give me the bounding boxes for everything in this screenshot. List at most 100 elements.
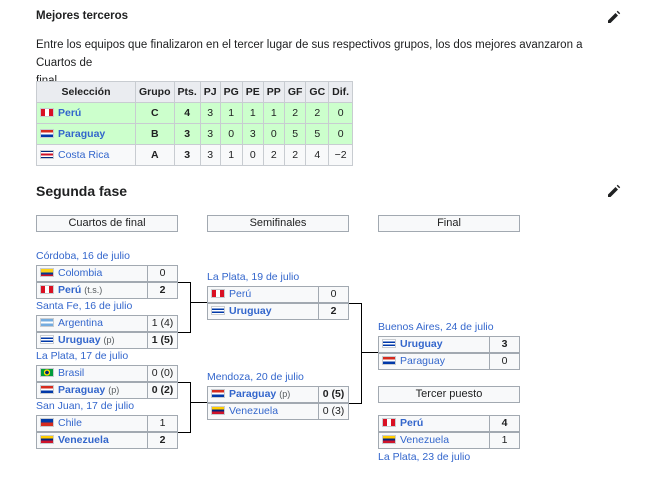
stat-cell: 2 [262, 144, 285, 166]
team-name[interactable]: Perú [400, 417, 424, 429]
venezuela-flag-icon [40, 435, 54, 444]
team-score: 1 (4) [147, 315, 178, 332]
team-name[interactable]: Uruguay [229, 305, 272, 317]
col-header: PE [241, 81, 264, 103]
team-name[interactable]: Paraguay [400, 355, 445, 367]
uruguay-flag-icon [40, 335, 54, 344]
team-name[interactable]: Paraguay [229, 388, 277, 400]
group-cell: B [135, 123, 175, 145]
col-header: Pts. [173, 81, 201, 103]
stat-cell: 0 [262, 123, 285, 145]
match-venue[interactable]: La Plata, 23 de julio [378, 451, 471, 463]
match-venue[interactable]: La Plata, 17 de julio [36, 350, 129, 362]
match-venue[interactable]: La Plata, 19 de julio [207, 271, 300, 283]
match-venue[interactable]: Santa Fe, 16 de julio [36, 300, 133, 312]
pts-cell: 4 [173, 102, 201, 124]
team-score: 0 (3) [318, 403, 349, 420]
team-score: 0 (2) [147, 382, 178, 399]
team-name[interactable]: Paraguay [58, 384, 106, 396]
pts-cell: 3 [173, 144, 201, 166]
peru-flag-icon [382, 418, 396, 427]
team-score: 3 [489, 336, 520, 353]
match-venue[interactable]: San Juan, 17 de julio [36, 400, 135, 412]
match-venue[interactable]: Córdoba, 16 de julio [36, 250, 130, 262]
stat-cell: 3 [199, 102, 221, 124]
team-score: 2 [318, 303, 349, 320]
table-row: Paraguay B 3 3 0 3 0 5 5 0 [36, 123, 354, 145]
team-score: 1 [147, 415, 178, 432]
stat-cell: 5 [283, 123, 307, 145]
team-score: 0 [489, 353, 520, 370]
table-row: Perú C 4 3 1 1 1 2 2 0 [36, 102, 354, 124]
paraguay-flag-icon [211, 389, 225, 398]
match-note: (p) [103, 335, 115, 345]
stat-cell: 3 [199, 144, 221, 166]
bracket-line [178, 432, 191, 433]
col-header: GF [283, 81, 307, 103]
bracket-line [178, 332, 191, 333]
match-note: (t.s.) [84, 285, 103, 295]
team-score: 2 [147, 282, 178, 299]
team-name[interactable]: Perú [229, 288, 252, 300]
team-link[interactable]: Costa Rica [58, 149, 110, 161]
team-cell: Paraguay [36, 123, 136, 145]
bracket-line [190, 382, 191, 433]
bracket-line [178, 282, 191, 283]
team-name[interactable]: Chile [58, 417, 82, 429]
team-name[interactable]: Perú [58, 284, 82, 296]
venezuela-flag-icon [211, 406, 225, 415]
team-name[interactable]: Uruguay [58, 334, 101, 346]
match-note: (p) [279, 389, 291, 399]
team-name[interactable]: Uruguay [400, 338, 443, 350]
round-header-third: Tercer puesto [378, 386, 520, 403]
team-cell: Costa Rica [36, 144, 136, 166]
intro-line-1: Entre los equipos que finalizaron en el … [36, 39, 583, 69]
match-venue[interactable]: Buenos Aires, 24 de julio [378, 321, 494, 333]
team-score: 0 [318, 286, 349, 303]
stat-cell: 2 [283, 144, 307, 166]
peru-flag-icon [40, 108, 54, 117]
team-link[interactable]: Paraguay [58, 128, 106, 140]
bracket-line [349, 403, 362, 404]
team-score: 2 [147, 432, 178, 449]
stat-cell: 1 [241, 102, 264, 124]
team-link[interactable]: Perú [58, 107, 82, 119]
bracket-line [190, 302, 207, 303]
stat-cell: 1 [262, 102, 285, 124]
stat-cell: 0 [328, 123, 354, 145]
pts-cell: 3 [173, 123, 201, 145]
match-venue[interactable]: Mendoza, 20 de julio [207, 371, 304, 383]
edit-pencil-icon[interactable] [606, 183, 622, 199]
bracket-line [361, 303, 362, 404]
team-score: 0 [147, 265, 178, 282]
team-score: 1 [489, 432, 520, 449]
stat-cell: 2 [283, 102, 307, 124]
bracket-line [178, 382, 191, 383]
col-header: Selección [36, 81, 136, 103]
stat-cell: 1 [219, 102, 243, 124]
stat-cell: 1 [219, 144, 243, 166]
peru-flag-icon [211, 289, 225, 298]
stat-cell: 2 [305, 102, 330, 124]
team-name[interactable]: Colombia [58, 267, 103, 279]
team-name[interactable]: Argentina [58, 317, 103, 329]
col-header: PG [219, 81, 243, 103]
group-cell: C [135, 102, 175, 124]
round-header-final: Final [378, 215, 520, 232]
paraguay-flag-icon [382, 356, 396, 365]
round-header-sf: Semifinales [207, 215, 349, 232]
venezuela-flag-icon [382, 435, 396, 444]
team-name[interactable]: Venezuela [400, 434, 450, 446]
stat-cell: 3 [199, 123, 221, 145]
team-name[interactable]: Venezuela [58, 434, 109, 446]
edit-pencil-icon[interactable] [606, 9, 622, 25]
team-name[interactable]: Venezuela [229, 405, 279, 417]
paraguay-flag-icon [40, 129, 54, 138]
col-header: Grupo [135, 81, 175, 103]
argentina-flag-icon [40, 318, 54, 327]
costa-rica-flag-icon [40, 150, 54, 159]
group-cell: A [135, 144, 175, 166]
team-name[interactable]: Brasil [58, 367, 85, 379]
bracket-line [190, 282, 191, 333]
stat-cell: −2 [328, 144, 354, 166]
